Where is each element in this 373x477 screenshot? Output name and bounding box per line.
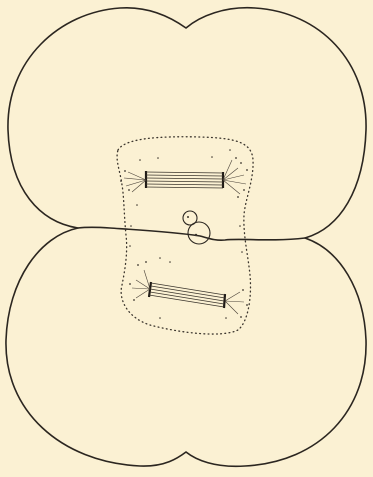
- dotted-region-outline: [117, 137, 253, 334]
- lower-cell-outline: [6, 228, 366, 466]
- polar-body-lower: [188, 222, 210, 244]
- upper-spindle: [120, 157, 248, 198]
- upper-cell-outline: [8, 8, 366, 240]
- lower-spindle: [129, 261, 248, 318]
